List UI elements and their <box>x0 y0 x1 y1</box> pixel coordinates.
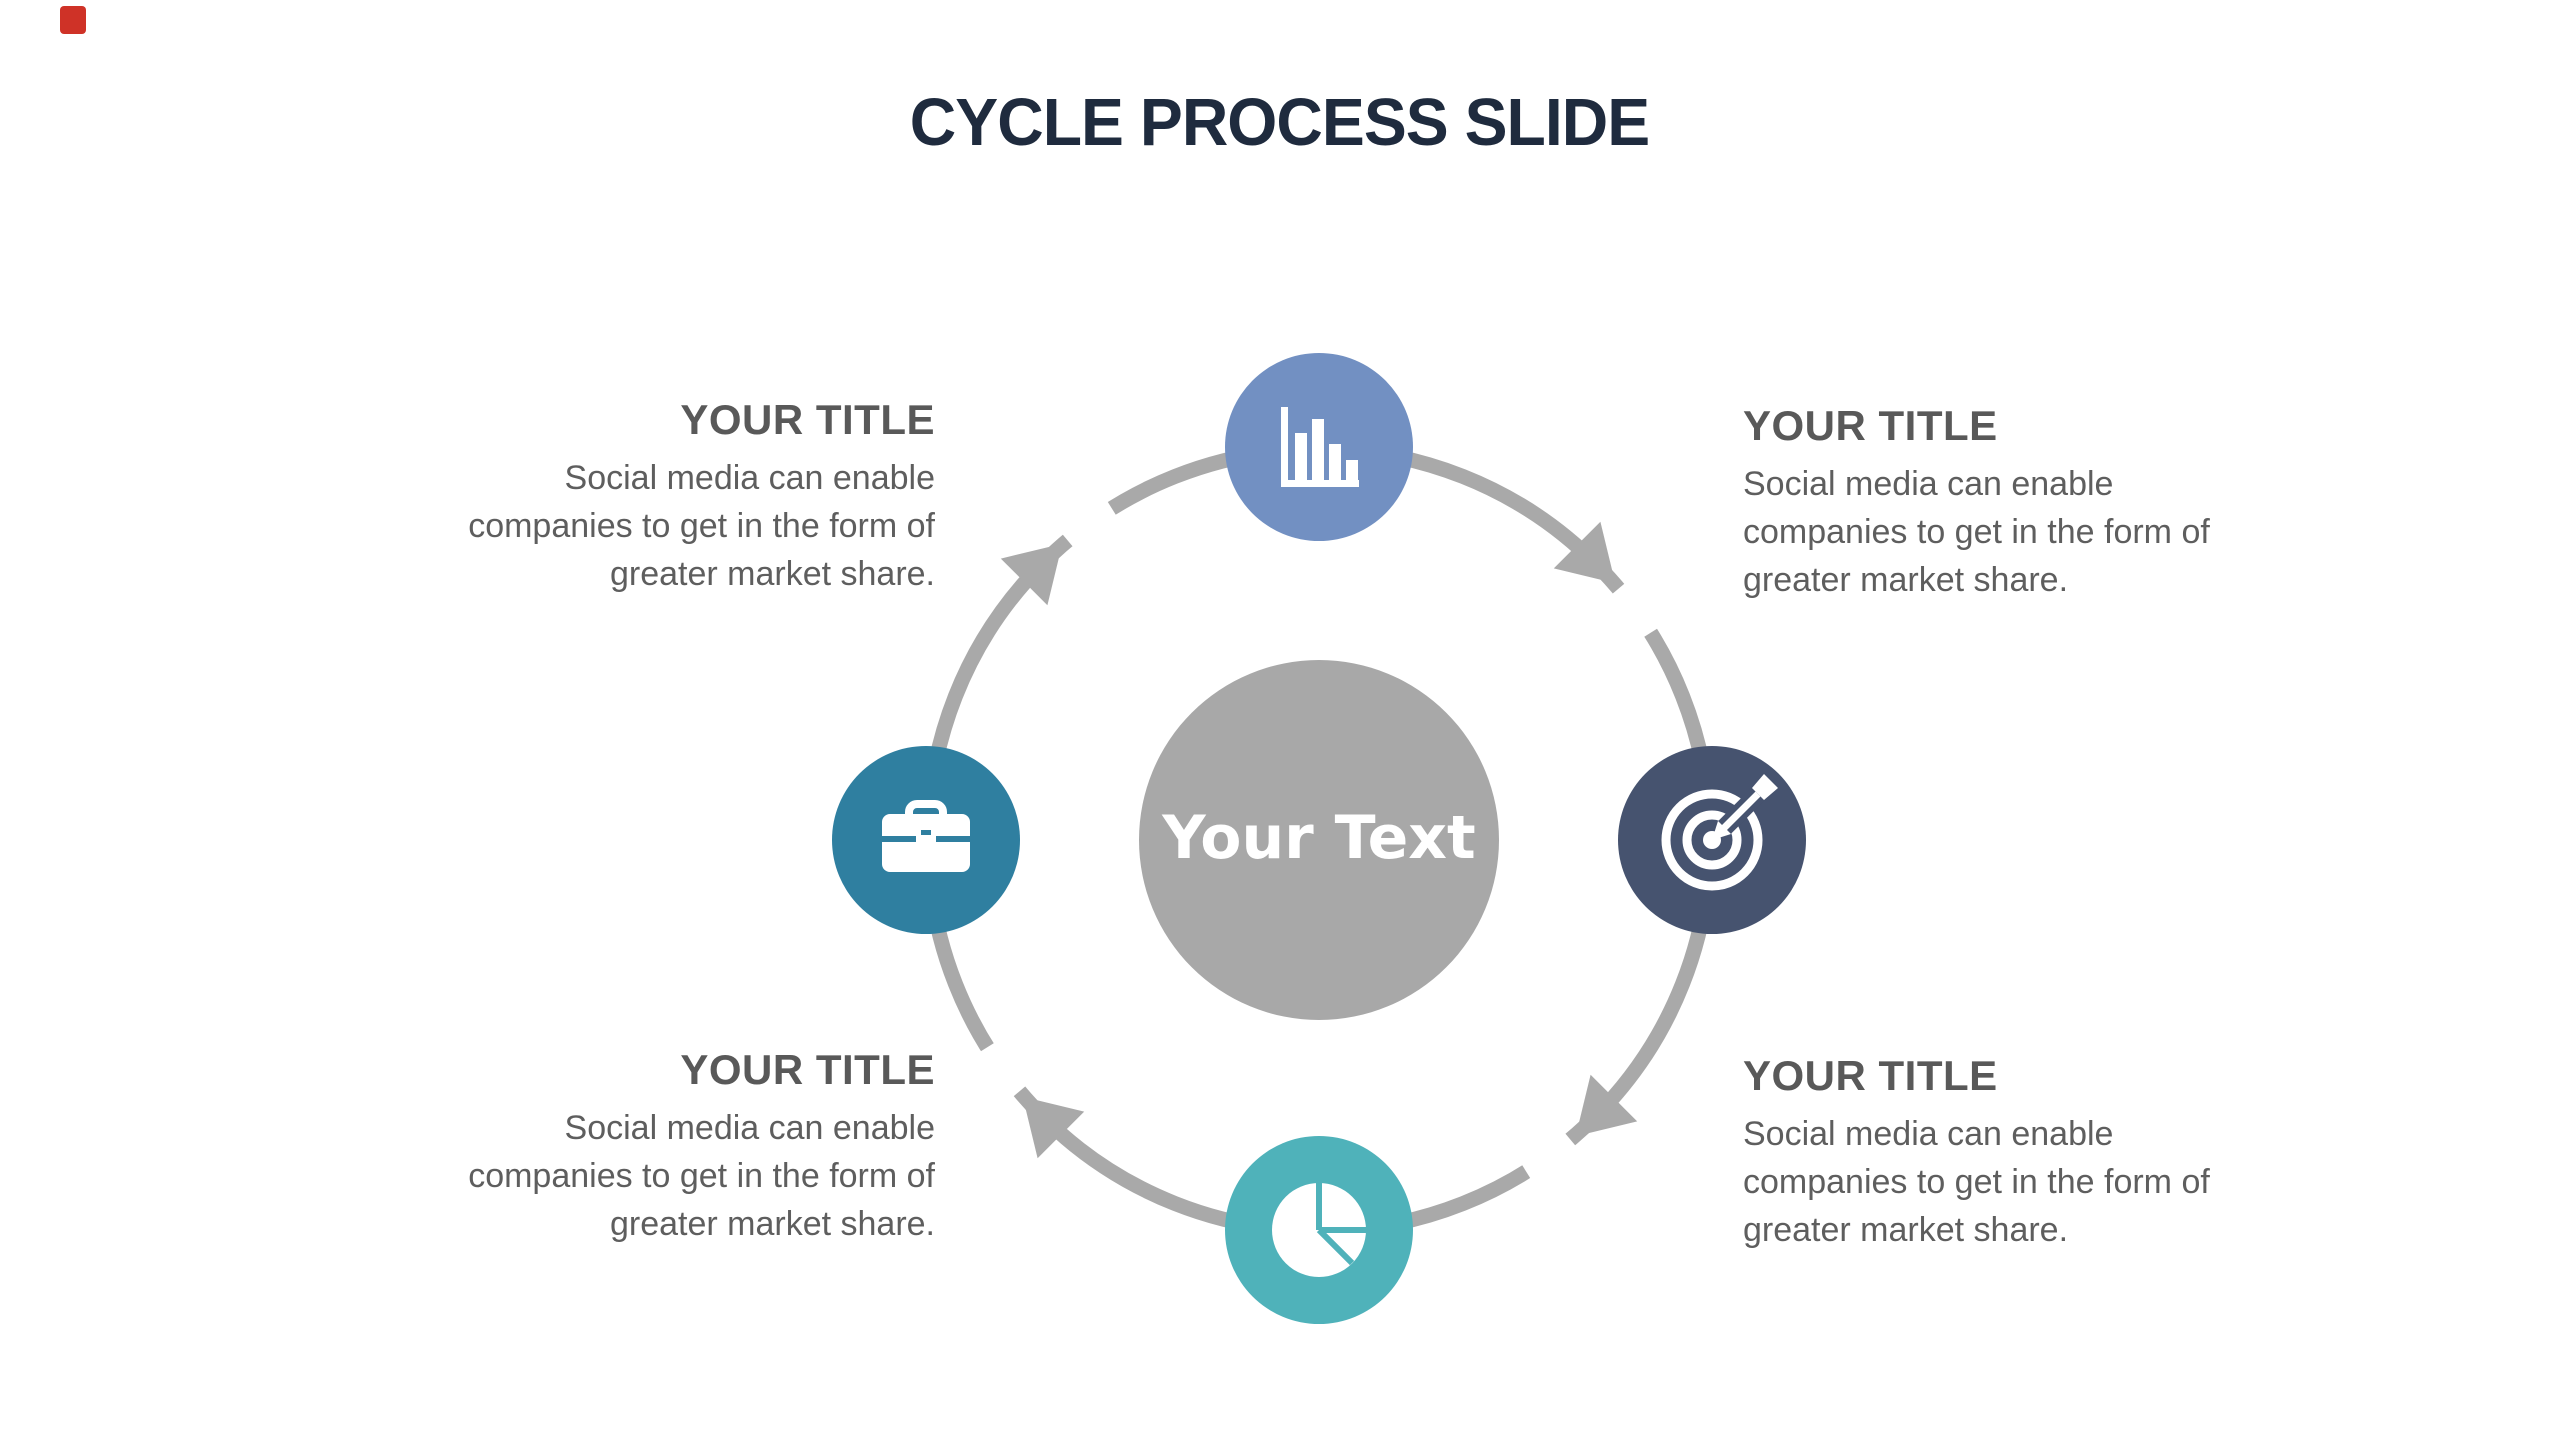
center-circle <box>1139 660 1499 1020</box>
text-block-top-left: YOUR TITLE Social media can enable compa… <box>455 396 935 598</box>
bar-chart-icon <box>1281 407 1359 487</box>
block-body-line: Social media can enable <box>1743 1115 2114 1153</box>
arrow-clockwise-sw-icon <box>1022 1096 1085 1159</box>
arrow-clockwise-nw-icon <box>1000 543 1063 606</box>
block-body-line: companies to get in the form of <box>1743 1163 2210 1201</box>
block-body-line: Social media can enable <box>1743 465 2114 503</box>
block-body-line: Social media can enable <box>564 459 935 497</box>
block-title: YOUR TITLE <box>680 1046 935 1093</box>
pie-chart-icon <box>1272 1183 1366 1277</box>
block-body-line: companies to get in the form of <box>468 507 935 545</box>
text-block-bottom-left: YOUR TITLE Social media can enable compa… <box>455 1046 935 1248</box>
arrow-clockwise-se-icon <box>1575 1074 1638 1137</box>
block-body-line: companies to get in the form of <box>468 1157 935 1195</box>
block-title: YOUR TITLE <box>680 396 935 443</box>
block-title: YOUR TITLE <box>1743 1052 1998 1099</box>
block-body-line: companies to get in the form of <box>1743 513 2210 551</box>
text-block-top-right: YOUR TITLE Social media can enable compa… <box>1743 402 2223 604</box>
block-body-line: Social media can enable <box>564 1109 935 1147</box>
block-title: YOUR TITLE <box>1743 402 1998 449</box>
block-body-line: greater market share. <box>1743 561 2069 599</box>
ring-gaps <box>974 495 1664 1185</box>
slide-title: CYCLE PROCESS SLIDE <box>909 85 1650 160</box>
block-body-line: greater market share. <box>609 555 935 593</box>
red-corner-mark <box>60 6 86 34</box>
center-label: Your Text <box>1161 803 1475 873</box>
block-body-line: greater market share. <box>609 1205 935 1243</box>
target-icon <box>1661 771 1781 891</box>
text-block-bottom-right: YOUR TITLE Social media can enable compa… <box>1743 1052 2223 1254</box>
arrow-clockwise-ne-icon <box>1553 521 1616 584</box>
briefcase-icon <box>882 800 970 872</box>
block-body-line: greater market share. <box>1743 1211 2069 1249</box>
